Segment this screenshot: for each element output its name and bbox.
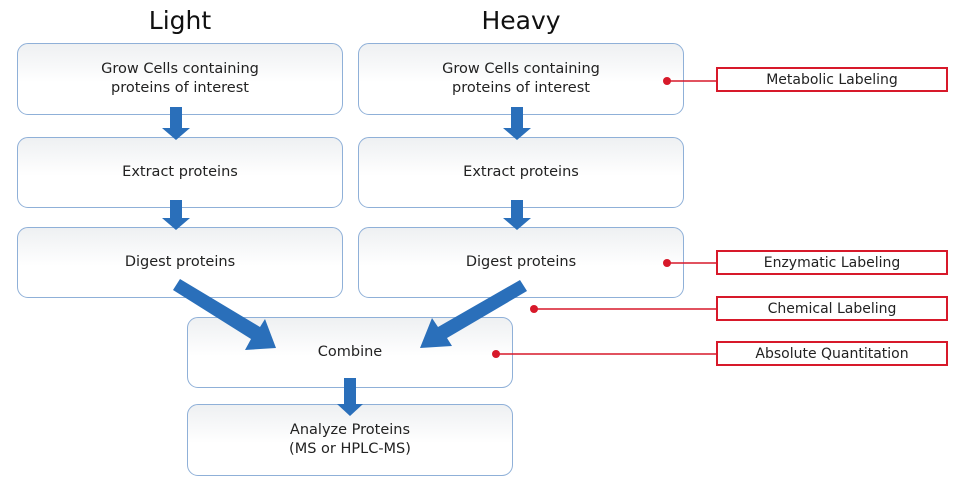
dot-chemical [530, 305, 538, 313]
arrow-heavy-grow-to-extract [503, 107, 531, 140]
arrow-light-digest-to-combine [173, 279, 276, 350]
enzymatic-labeling-box: Enzymatic Labeling [716, 250, 948, 275]
dot-absolute [492, 350, 500, 358]
step-text-line-2: (MS or HPLC-MS) [289, 441, 411, 457]
step-text-line-1: Analyze Proteins [289, 422, 411, 438]
arrow-heavy-extract-to-digest [503, 200, 531, 230]
heavy-grow-cells-step: Grow Cells containing proteins of intere… [358, 43, 684, 115]
chemical-labeling-box: Chemical Labeling [716, 296, 948, 321]
step-text: Combine [317, 344, 383, 360]
step-text-line-2: proteins of interest [452, 80, 590, 96]
label-text: Enzymatic Labeling [763, 254, 901, 271]
label-text: Chemical Labeling [767, 300, 897, 317]
arrow-combine-to-analyze [337, 378, 363, 416]
arrow-light-extract-to-digest [162, 200, 190, 230]
dot-metabolic [663, 77, 671, 85]
light-grow-cells-step: Grow Cells containing proteins of intere… [17, 43, 343, 115]
step-text: Digest proteins [124, 254, 236, 270]
dot-enzymatic [663, 259, 671, 267]
heavy-extract-proteins-step: Extract proteins [358, 137, 684, 208]
step-text: Extract proteins [463, 164, 579, 180]
arrow-light-grow-to-extract [162, 107, 190, 140]
absolute-quantitation-box: Absolute Quantitation [716, 341, 948, 366]
metabolic-labeling-box: Metabolic Labeling [716, 67, 948, 92]
step-text-line-1: Grow Cells containing [101, 61, 259, 77]
heavy-column-title: Heavy [481, 6, 561, 35]
step-text: Extract proteins [122, 164, 238, 180]
step-text-line-1: Grow Cells containing [442, 61, 600, 77]
light-column-title: Light [148, 6, 212, 35]
step-text-line-2: proteins of interest [111, 80, 249, 96]
label-text: Absolute Quantitation [755, 345, 909, 362]
step-text: Digest proteins [465, 254, 577, 270]
arrow-heavy-digest-to-combine [420, 280, 527, 348]
label-text: Metabolic Labeling [766, 71, 898, 88]
